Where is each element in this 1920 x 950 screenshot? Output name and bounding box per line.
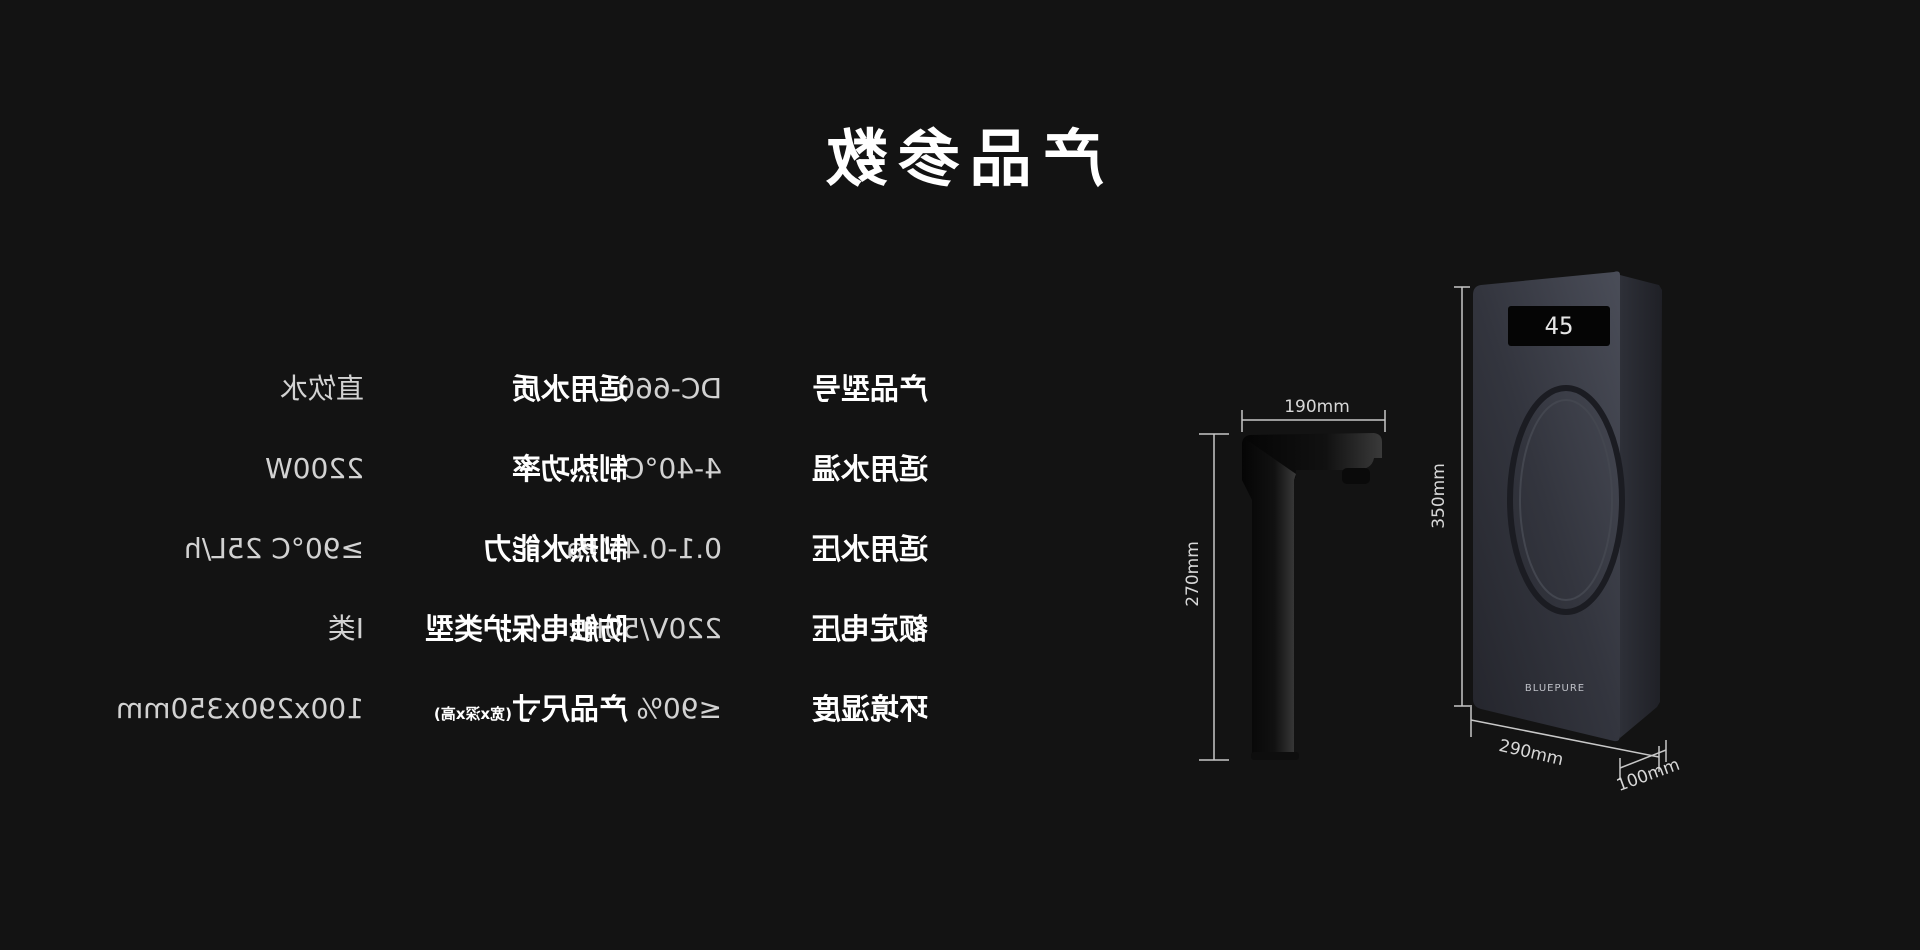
unit-height-dimension: [1454, 286, 1470, 707]
faucet-height-label: 270mm: [1183, 541, 1203, 607]
faucet-height-dimension: [1199, 433, 1229, 761]
dispenser-unit: 45 BLUEPURE: [1473, 271, 1662, 742]
unit-depth-label: 290mm: [1497, 736, 1565, 770]
dispenser-circle-outer: [1507, 385, 1625, 615]
faucet-outlet: [1342, 468, 1370, 484]
unit-width-dimension: [1619, 740, 1667, 780]
unit-width-label: 100mm: [1614, 755, 1682, 796]
dispenser-brand: BLUEPURE: [1525, 683, 1585, 694]
unit-depth-dimension: [1470, 705, 1660, 772]
faucet-body: [1242, 439, 1296, 758]
faucet-base: [1251, 752, 1299, 760]
faucet-width-dimension: [1241, 410, 1386, 432]
unit-height-label: 350mm: [1429, 463, 1449, 529]
dispenser-display-value: 45: [1545, 312, 1574, 340]
dispenser-display: [1508, 306, 1610, 346]
dispenser-front-panel: [1473, 271, 1620, 742]
faucet: [1242, 433, 1382, 760]
faucet-width-label: 190mm: [1284, 397, 1350, 417]
dispenser-side-panel: [1620, 275, 1662, 738]
dispenser-circle-inner: [1519, 399, 1613, 601]
